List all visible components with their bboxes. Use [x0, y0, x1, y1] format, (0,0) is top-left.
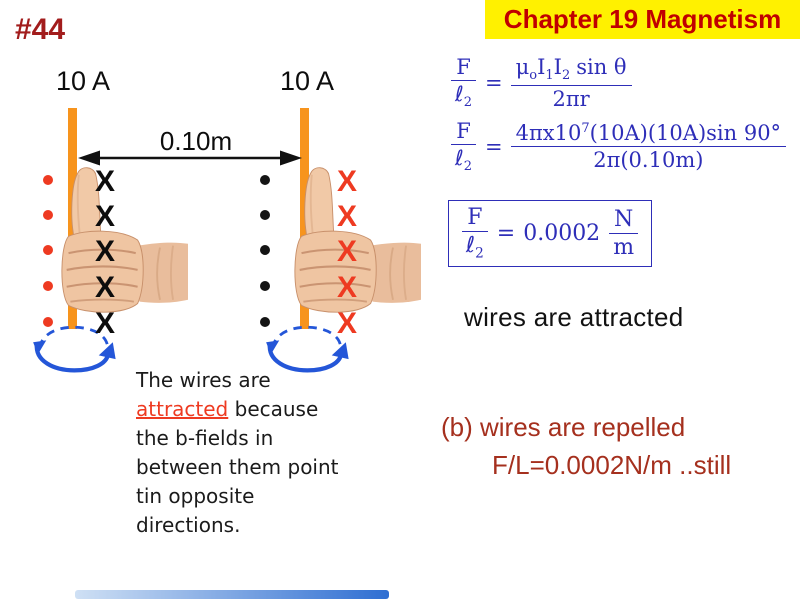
b-field-in-x: X [94, 307, 115, 340]
b-field-out-dot [260, 210, 270, 220]
separation-label: 0.10m [159, 126, 233, 156]
b-field-in-x: X [94, 235, 115, 268]
result-value: 0.0002 [523, 220, 601, 246]
rhs-fraction: 4πx107(10A)(10A)sin 90° 2π(0.10m) [510, 122, 787, 171]
equals-sign: = [484, 70, 503, 95]
slide-footer-bar [75, 590, 389, 599]
circulation-arrow-icon [266, 325, 349, 373]
b-field-in-x: X [94, 165, 115, 198]
title-banner: Chapter 19 Magnetism [485, 0, 800, 39]
page-title: Chapter 19 Magnetism [503, 4, 782, 34]
equals-sign: = [484, 134, 503, 159]
b-field-out-dot [260, 317, 270, 327]
b-field-out-dot [260, 175, 270, 185]
b-field-in-x: X [336, 165, 357, 198]
b-field-in-x: X [336, 200, 357, 233]
b-field-out-dot [260, 245, 270, 255]
explanation-text: The wires are attracted because the b-fi… [136, 366, 416, 540]
b-field-in-x: X [336, 271, 357, 304]
attraction-statement: wires are attracted [464, 302, 684, 332]
caption-line: attracted because [136, 397, 319, 421]
caption-line: the b-fields in [136, 426, 274, 450]
thumbs-up-hand-icon [61, 167, 188, 313]
circulation-arrow-icon [33, 325, 116, 373]
slide-number: #44 [15, 13, 66, 46]
b-field-in-x: X [94, 271, 115, 304]
caption-line: tin opposite [136, 484, 255, 508]
caption-line: between them point [136, 455, 339, 479]
left-current-label: 10 A [56, 66, 111, 96]
b-field-out-dot [43, 175, 53, 185]
b-field-out-dot [260, 281, 270, 291]
distance-arrow-icon [78, 150, 302, 166]
f-over-l-fraction: F ℓ2 [450, 120, 477, 174]
thumbs-up-hand-icon [294, 167, 421, 313]
caption-line: directions. [136, 513, 241, 537]
f-over-l-fraction: F ℓ2 [461, 206, 489, 261]
b-field-in-x: X [336, 235, 357, 268]
result-box: F ℓ2 = 0.0002 N m [448, 200, 653, 267]
equals-sign: = [496, 220, 516, 246]
force-per-length-substituted: F ℓ2 = 4πx107(10A)(10A)sin 90° 2π(0.10m) [450, 120, 787, 174]
b-field-in-x: X [94, 200, 115, 233]
caption-line: The wires are [136, 368, 271, 392]
unit-fraction: N m [608, 208, 639, 259]
b-field-out-dot [43, 210, 53, 220]
attracted-word: attracted [136, 397, 229, 421]
right-current-label: 10 A [280, 66, 335, 96]
b-field-in-x: X [336, 307, 357, 340]
part-b-statement: (b) wires are repelled [441, 412, 686, 442]
b-field-out-dot [43, 245, 53, 255]
f-over-l-fraction: F ℓ2 [450, 56, 477, 110]
b-field-out-dot [43, 281, 53, 291]
part-b-value: F/L=0.0002N/m ..still [492, 450, 732, 480]
b-field-out-dot [43, 317, 53, 327]
